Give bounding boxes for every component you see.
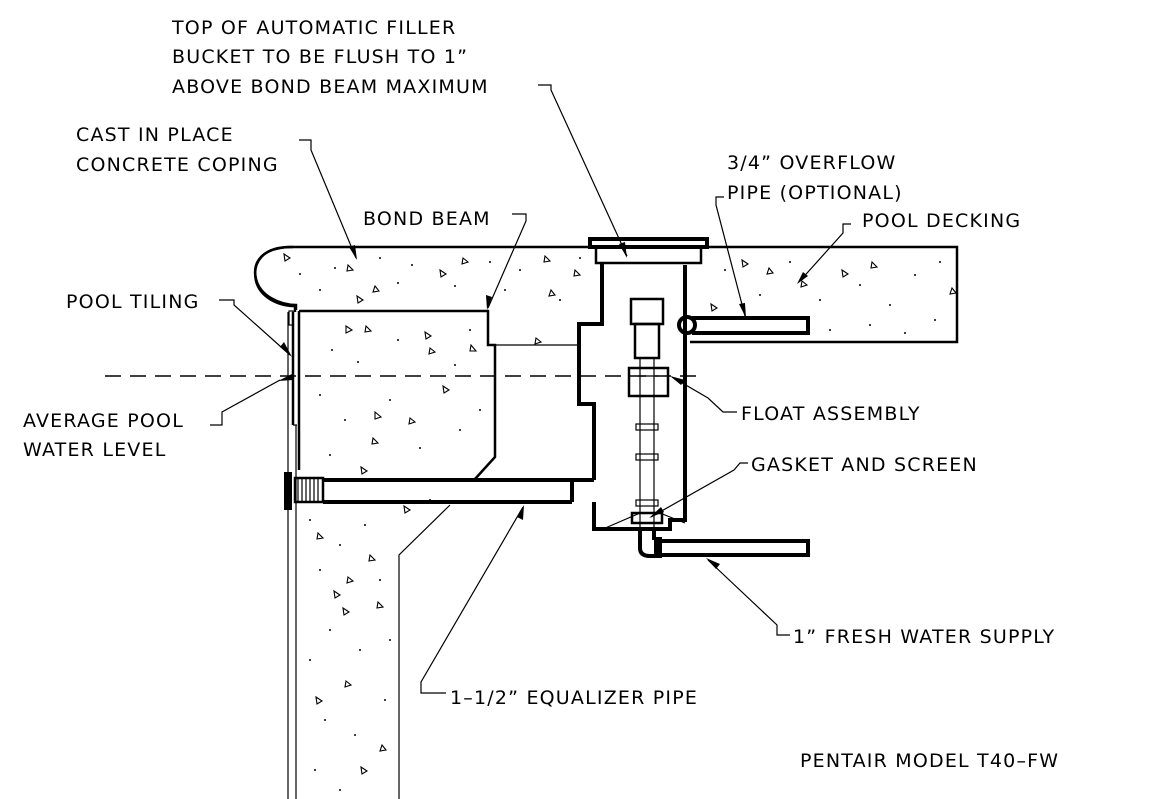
float-rod-collar-3: [635, 499, 659, 507]
equalizer-pipe: [323, 478, 594, 504]
screen-cone: [602, 512, 686, 530]
label-filler-top-line-3: ABOVE BOND BEAM MAXIMUM: [172, 76, 489, 98]
float-valve-body: [633, 322, 661, 360]
label-equalizer-pipe: 1–1/2” EQUALIZER PIPE: [450, 687, 698, 709]
float-body: [627, 366, 670, 398]
supply-pipe: [662, 539, 810, 557]
bond-beam-outline: [299, 309, 497, 480]
label-water-level-line-2: WATER LEVEL: [23, 439, 167, 461]
equalizer-wall-fitting: [284, 472, 292, 510]
coping-and-decking-outline: [253, 245, 959, 344]
label-gasket-and-screen: GASKET AND SCREEN: [751, 454, 978, 476]
label-pool-tiling: POOL TILING: [66, 291, 200, 313]
filler-lid-collar: [594, 245, 703, 265]
pool-shell-inner-face: [398, 504, 451, 799]
float-valve-head: [629, 297, 665, 326]
label-fresh-water-supply: 1” FRESH WATER SUPPLY: [793, 626, 1055, 648]
label-overflow-line-2: PIPE (OPTIONAL): [727, 182, 903, 204]
label-model: PENTAIR MODEL T40–FW: [800, 750, 1059, 772]
equalizer-thread-hatch: [297, 478, 319, 502]
concrete-aggregate: [283, 252, 958, 775]
pool-tile-strip: [288, 310, 294, 326]
label-overflow-line-1: 3/4” OVERFLOW: [727, 152, 896, 174]
leader-lines: [210, 84, 851, 694]
gasket-and-screen: [630, 511, 664, 525]
label-coping-line-1: CAST IN PLACE: [76, 124, 234, 146]
overflow-pipe: [692, 316, 810, 335]
label-bond-beam: BOND BEAM: [363, 208, 491, 230]
label-filler-top-line-1: TOP OF AUTOMATIC FILLER: [171, 17, 456, 39]
overflow-elbow: [677, 315, 697, 335]
concrete-speckle: [299, 257, 941, 791]
float-rod-collar-1: [635, 423, 659, 431]
equalizer-fitting-threads: [293, 476, 325, 504]
label-filler-top-line-2: BUCKET TO BE FLUSH TO 1”: [172, 46, 468, 68]
label-float-assembly: FLOAT ASSEMBLY: [741, 403, 921, 425]
label-coping-line-2: CONCRETE COPING: [76, 154, 279, 176]
float-rod-collar-2: [635, 453, 659, 461]
label-pool-decking: POOL DECKING: [862, 210, 1021, 232]
label-water-level-line-1: AVERAGE POOL: [23, 410, 184, 432]
leader-arrowheads: [278, 242, 808, 569]
coping-nose: [253, 245, 296, 308]
supply-fitting: [654, 537, 662, 558]
